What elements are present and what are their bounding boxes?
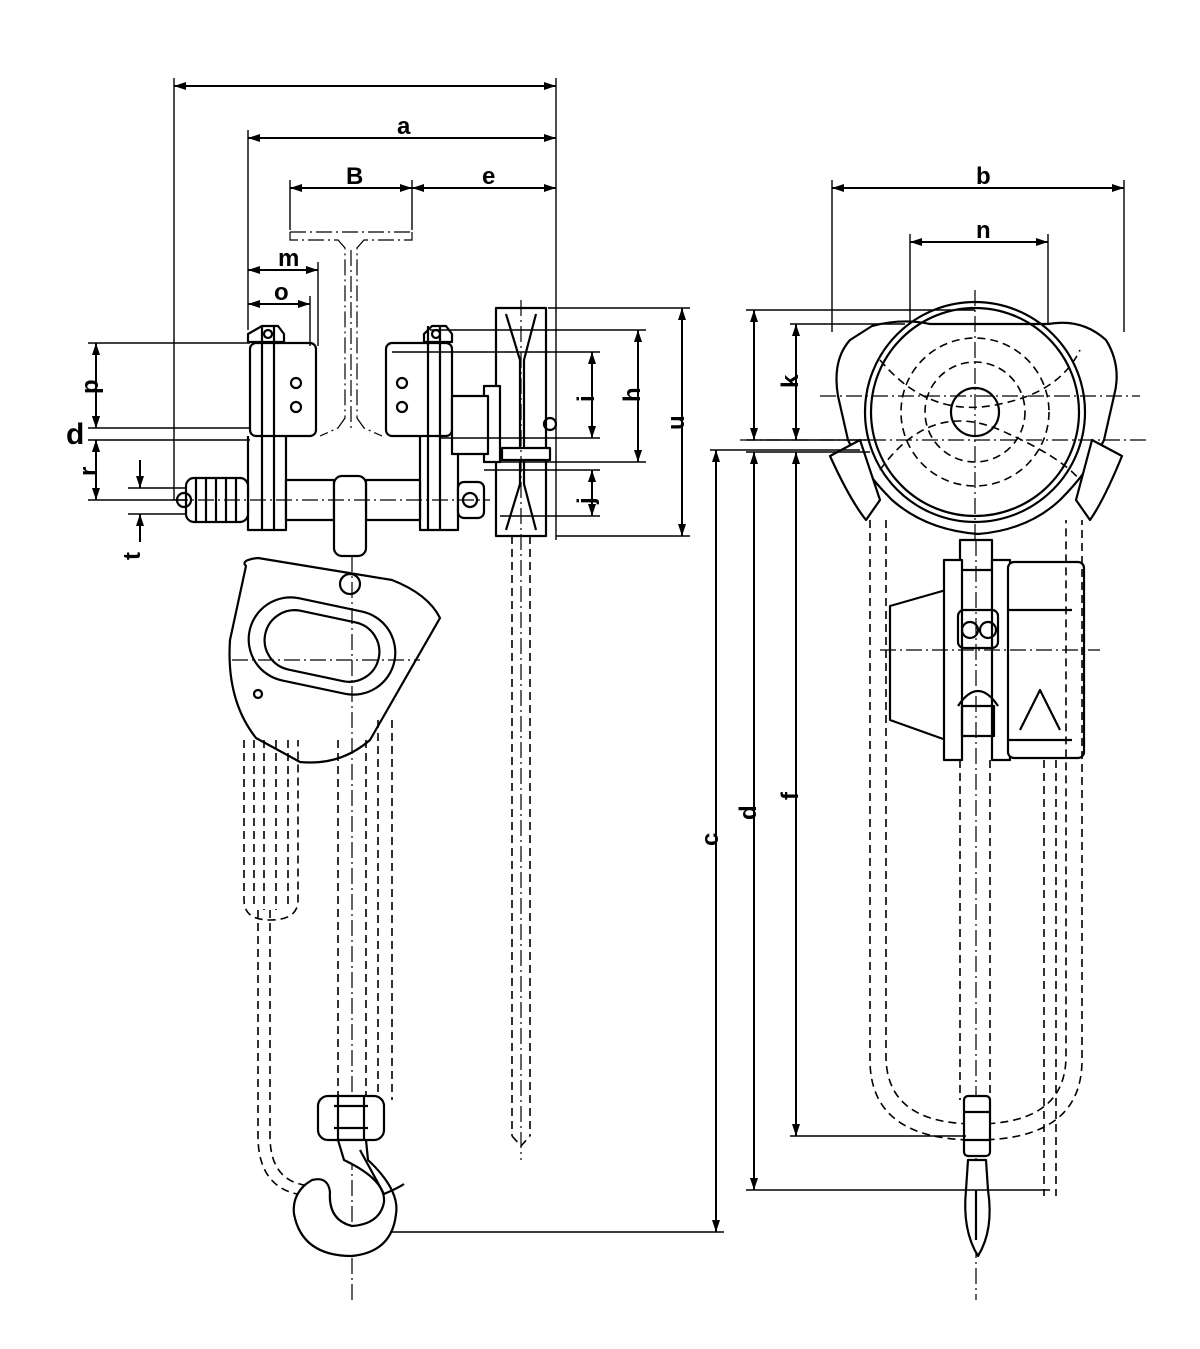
- label-p: p: [77, 379, 104, 394]
- hand-chain: [243, 740, 299, 921]
- label-e: e: [482, 163, 495, 190]
- label-B: B: [346, 163, 363, 190]
- label-k: k: [777, 374, 804, 388]
- label-j: j: [573, 497, 600, 505]
- dimension-labels: a B e m o b n p d r t i h u j c k d f: [66, 113, 991, 846]
- label-d-front: d: [66, 418, 84, 451]
- right-side-plate: [384, 324, 460, 532]
- lower-gearbox: [880, 538, 1100, 1300]
- label-a: a: [397, 113, 411, 140]
- side-hook: [962, 1094, 992, 1258]
- label-i: i: [573, 395, 600, 402]
- front-view: [172, 231, 558, 1300]
- label-c: c: [697, 833, 724, 846]
- hoist-body: [228, 556, 442, 1300]
- label-h: h: [619, 387, 646, 402]
- bottom-hook: [292, 1094, 405, 1258]
- dimension-lines: [88, 78, 1125, 1233]
- label-o: o: [274, 279, 289, 306]
- label-n: n: [976, 217, 991, 244]
- label-t: t: [119, 552, 146, 560]
- label-r: r: [75, 467, 102, 476]
- label-f: f: [777, 791, 804, 800]
- label-u: u: [663, 415, 690, 430]
- left-side-plate: [246, 324, 318, 532]
- side-view: [740, 290, 1150, 1300]
- label-d-side: d: [735, 805, 762, 820]
- suspension-shaft: [172, 474, 490, 558]
- hand-wheel: [450, 300, 558, 1160]
- label-b: b: [976, 163, 991, 190]
- label-m: m: [278, 245, 299, 272]
- i-beam-rail: [289, 231, 413, 437]
- trolley-wheels: [740, 438, 1150, 522]
